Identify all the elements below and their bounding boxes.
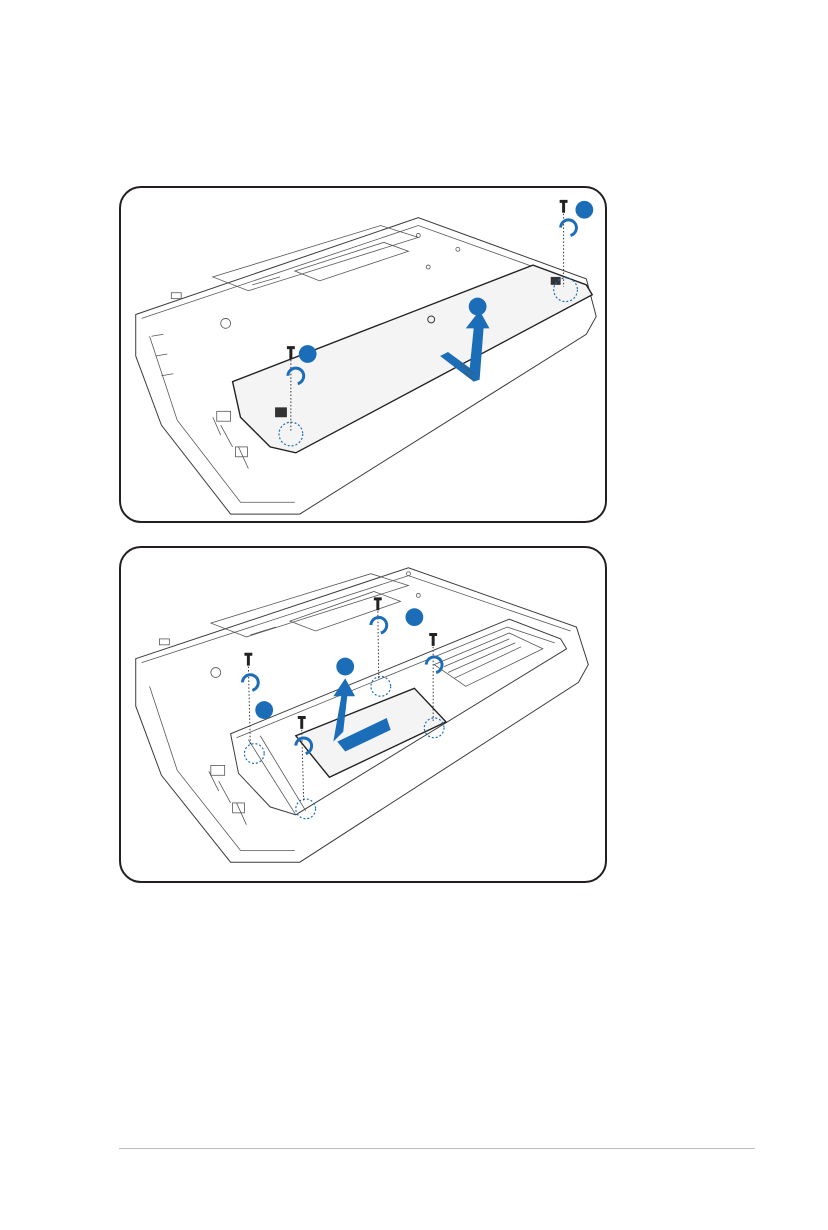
screw-icon [298,716,306,801]
screw-spot [371,676,391,696]
step-badge-1b [405,608,423,626]
margin-mark [0,0,2,45]
step-badge-1b [575,201,593,219]
step-badge-1 [255,701,273,719]
rotate-counterclockwise-icon [561,220,577,236]
bay-cover [233,265,593,453]
step-badge-2 [469,298,487,316]
footer-rule [119,1148,755,1149]
screw-icon [560,200,568,287]
figure-remove-hard-drive [119,546,607,883]
step-badge-1 [299,345,317,363]
laptop-bottom-illustration-1 [121,188,605,521]
rotate-counterclockwise-icon [371,617,387,633]
step-badge-2 [336,658,354,676]
rotate-counterclockwise-icon [242,675,258,691]
cover-latch-left [275,407,287,417]
laptop-bottom-illustration-2 [121,548,605,881]
memory-slot [434,633,543,686]
figure-remove-bay-cover [119,186,607,523]
